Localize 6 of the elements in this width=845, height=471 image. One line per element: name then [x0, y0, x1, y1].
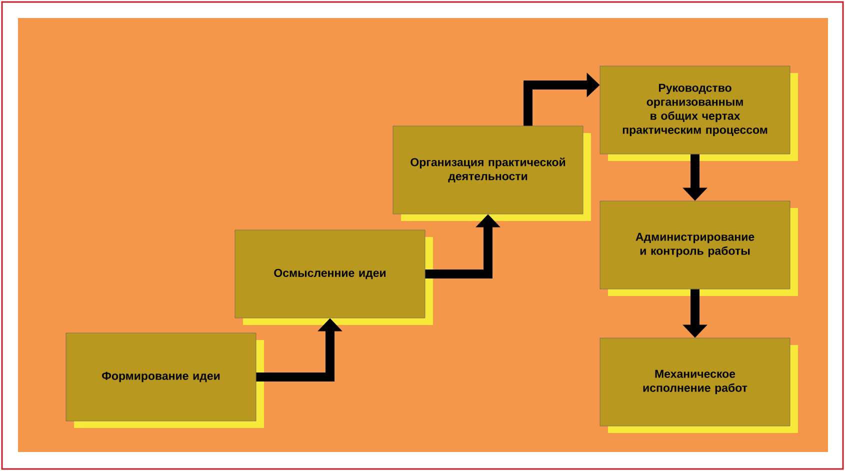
step-box: Осмысленние идеи [234, 230, 433, 325]
step-box: Формирование идеи [66, 332, 264, 428]
step-box: Руководство организованным в общих чертах практическим процессом [600, 66, 798, 161]
step-box: Администрирование и контроль работы [600, 200, 798, 296]
step-box: Организация практической деятельности [392, 126, 591, 221]
step-box: Механическое исполнение работ [600, 338, 798, 433]
